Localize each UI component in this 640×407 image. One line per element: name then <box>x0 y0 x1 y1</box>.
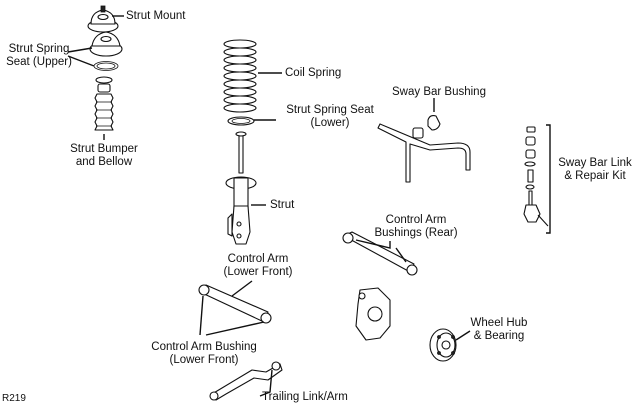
label-line: Bushings (Rear) <box>374 227 458 239</box>
label-strut-spring-seat-upper: Strut Spring Seat (Upper) <box>4 43 74 69</box>
label-strut-spring-seat-lower: Strut Spring Seat (Lower) <box>275 104 385 130</box>
label-line: Strut Bumper <box>70 143 138 155</box>
control-arm-lower-front-part <box>198 284 272 324</box>
label-line: (Lower Front) <box>169 354 239 366</box>
label-line: & Bearing <box>473 330 525 342</box>
label-line: Wheel Hub <box>470 317 528 329</box>
wheel-hub-part <box>429 328 457 362</box>
label-control-arm-bushings-rear: Control Arm Bushings (Rear) <box>366 214 466 240</box>
sway-bar-part <box>377 114 471 183</box>
label-line: (Lower Front) <box>223 266 293 278</box>
strut-mount-part <box>87 5 119 33</box>
sway-bar-link-part <box>523 126 549 227</box>
label-line: Seat (Upper) <box>6 56 72 68</box>
label-line: Sway Bar Link <box>558 157 632 169</box>
label-trailing-link-arm: Trailing Link/Arm <box>262 391 348 403</box>
label-strut: Strut <box>270 199 295 211</box>
trailing-link-part <box>209 361 283 401</box>
label-strut-bumper-bellow: Strut Bumper and Bellow <box>64 143 144 169</box>
label-sway-bar-bushing: Sway Bar Bushing <box>392 86 486 98</box>
label-strut-mount: Strut Mount <box>126 10 186 22</box>
label-wheel-hub-bearing: Wheel Hub & Bearing <box>462 317 536 343</box>
label-control-arm-bushing-lower-front: Control Arm Bushing (Lower Front) <box>144 341 264 367</box>
label-line: Control Arm <box>227 253 289 265</box>
label-line: Control Arm <box>385 214 447 226</box>
strut-spring-seat-upper-part <box>89 31 123 71</box>
sway-bar-link-bracket <box>546 124 551 234</box>
label-control-arm-lower-front: Control Arm (Lower Front) <box>218 253 298 279</box>
strut-part <box>225 131 257 245</box>
label-sway-bar-link: Sway Bar Link & Repair Kit <box>552 157 638 183</box>
coil-spring-part <box>223 39 257 113</box>
strut-spring-seat-lower-part <box>227 116 255 126</box>
leader-lines <box>67 15 471 397</box>
label-line: Control Arm Bushing <box>151 341 257 353</box>
label-line: & Repair Kit <box>564 170 626 182</box>
figure-code: R219 <box>2 393 26 404</box>
label-line: and Bellow <box>75 156 133 168</box>
label-coil-spring: Coil Spring <box>285 67 342 79</box>
label-line: Strut Spring Seat <box>286 104 374 116</box>
label-line: Strut Spring <box>8 43 70 55</box>
label-line: (Lower) <box>310 117 350 129</box>
strut-bumper-bellow-part <box>94 76 114 131</box>
knuckle-part <box>355 287 391 341</box>
